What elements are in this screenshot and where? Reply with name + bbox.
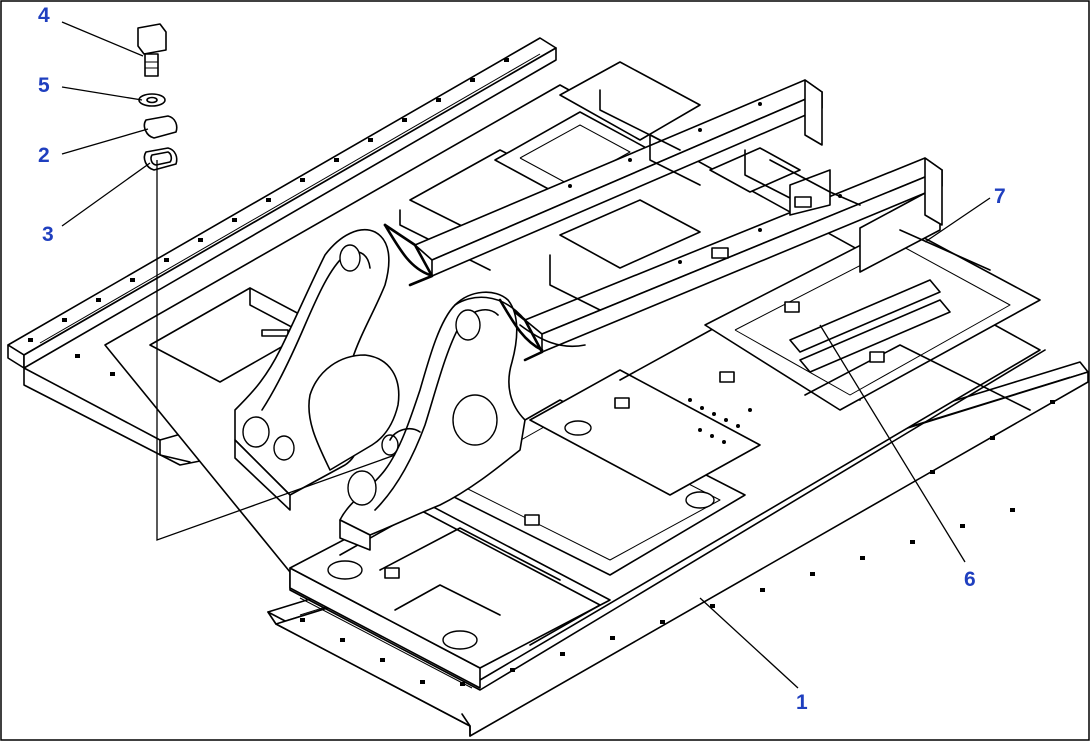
boom-brackets — [234, 223, 586, 551]
callout-7: 7 — [994, 185, 1006, 208]
callout-2: 2 — [38, 144, 50, 167]
callout-5: 5 — [38, 74, 50, 97]
bolt-part — [137, 23, 167, 55]
plate-part — [143, 115, 178, 139]
hardware-stack — [137, 23, 396, 541]
callout-6: 6 — [964, 568, 976, 591]
callout-1: 1 — [796, 691, 808, 714]
right-deck-bolts — [300, 400, 1055, 686]
callout-4: 4 — [38, 4, 50, 27]
callout-leaders — [61, 21, 991, 689]
boom-rails — [383, 79, 943, 362]
main-frame-body — [104, 61, 1041, 689]
callout-3: 3 — [42, 223, 54, 246]
callout-labels: 4 5 2 3 7 6 1 — [38, 4, 1006, 714]
shim-part — [143, 147, 178, 171]
